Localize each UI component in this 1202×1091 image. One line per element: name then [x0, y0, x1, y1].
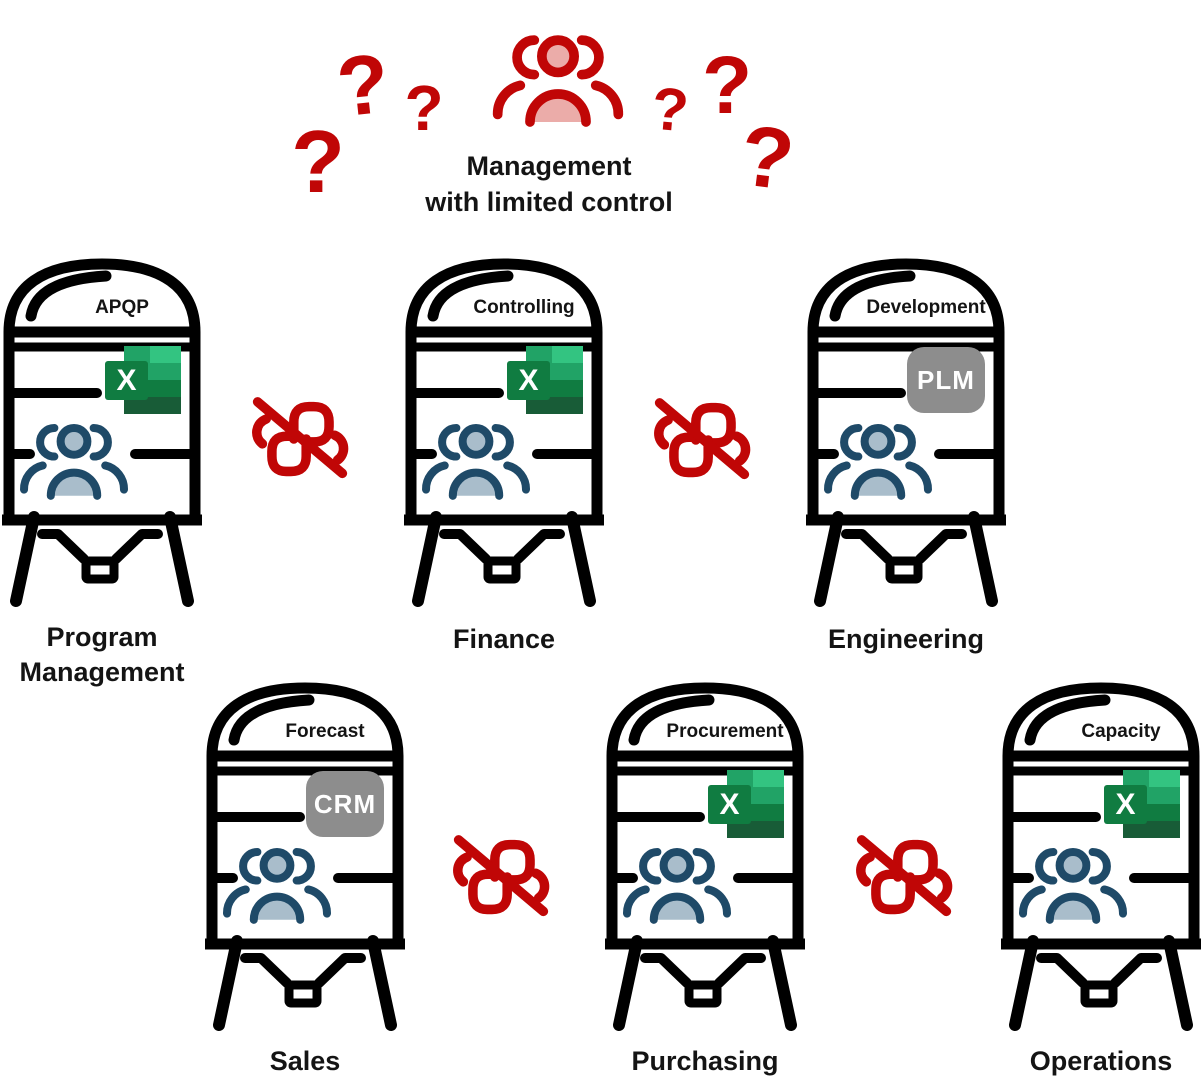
excel-icon [506, 345, 584, 415]
silo-caption-sales: Sales [269, 1046, 341, 1076]
management-label-line1: Management [466, 151, 632, 181]
silo-caption-purchasing: Purchasing [631, 1046, 779, 1076]
broken-link-icon [250, 394, 350, 486]
silo-finance: Controlling [404, 256, 604, 614]
silo-purchasing: Procurement [605, 680, 805, 1038]
silo-dome-label: APQP [95, 297, 149, 318]
team-people-icon [619, 840, 735, 930]
silo-dome-label: Procurement [666, 721, 784, 742]
question-mark-icon: ? [291, 112, 345, 211]
team-people-icon [219, 840, 335, 930]
management-people-group-icon [488, 26, 628, 134]
team-people-icon [1015, 840, 1131, 930]
silo-dome-label: Capacity [1081, 721, 1161, 742]
silo-dome-label: Development [866, 297, 986, 318]
team-people-icon [16, 416, 132, 506]
silo-caption-finance: Finance [452, 624, 556, 654]
question-mark-icon: ? [735, 107, 799, 209]
silo-dome-label: Forecast [285, 721, 365, 742]
excel-icon [1103, 769, 1181, 839]
broken-link-icon [652, 395, 752, 487]
question-mark-icon: ? [701, 40, 753, 131]
question-mark-icon: ? [404, 72, 444, 144]
broken-link-icon [854, 832, 954, 924]
silo-caption-engineering: Engineering [827, 624, 984, 654]
silo-operations: Capacity [1001, 680, 1201, 1038]
team-people-icon [820, 416, 936, 506]
team-people-icon [418, 416, 534, 506]
silo-sales: Forecast CRM [205, 680, 405, 1038]
question-mark-icon: ? [648, 74, 692, 145]
excel-icon [707, 769, 785, 839]
silo-dome-label: Controlling [473, 297, 575, 318]
management-label: Management with limited control [389, 149, 709, 221]
broken-link-icon [451, 832, 551, 924]
silo-caption-operations: Operations [1029, 1046, 1173, 1076]
crm-badge: CRM [306, 771, 384, 837]
management-label-line2: with limited control [425, 186, 673, 217]
excel-icon [104, 345, 182, 415]
plm-badge: PLM [907, 347, 985, 413]
silo-program-management: APQP [2, 256, 202, 614]
silo-engineering: Development PLM [806, 256, 1006, 614]
silo-caption-program-management: Program Management [19, 622, 185, 687]
